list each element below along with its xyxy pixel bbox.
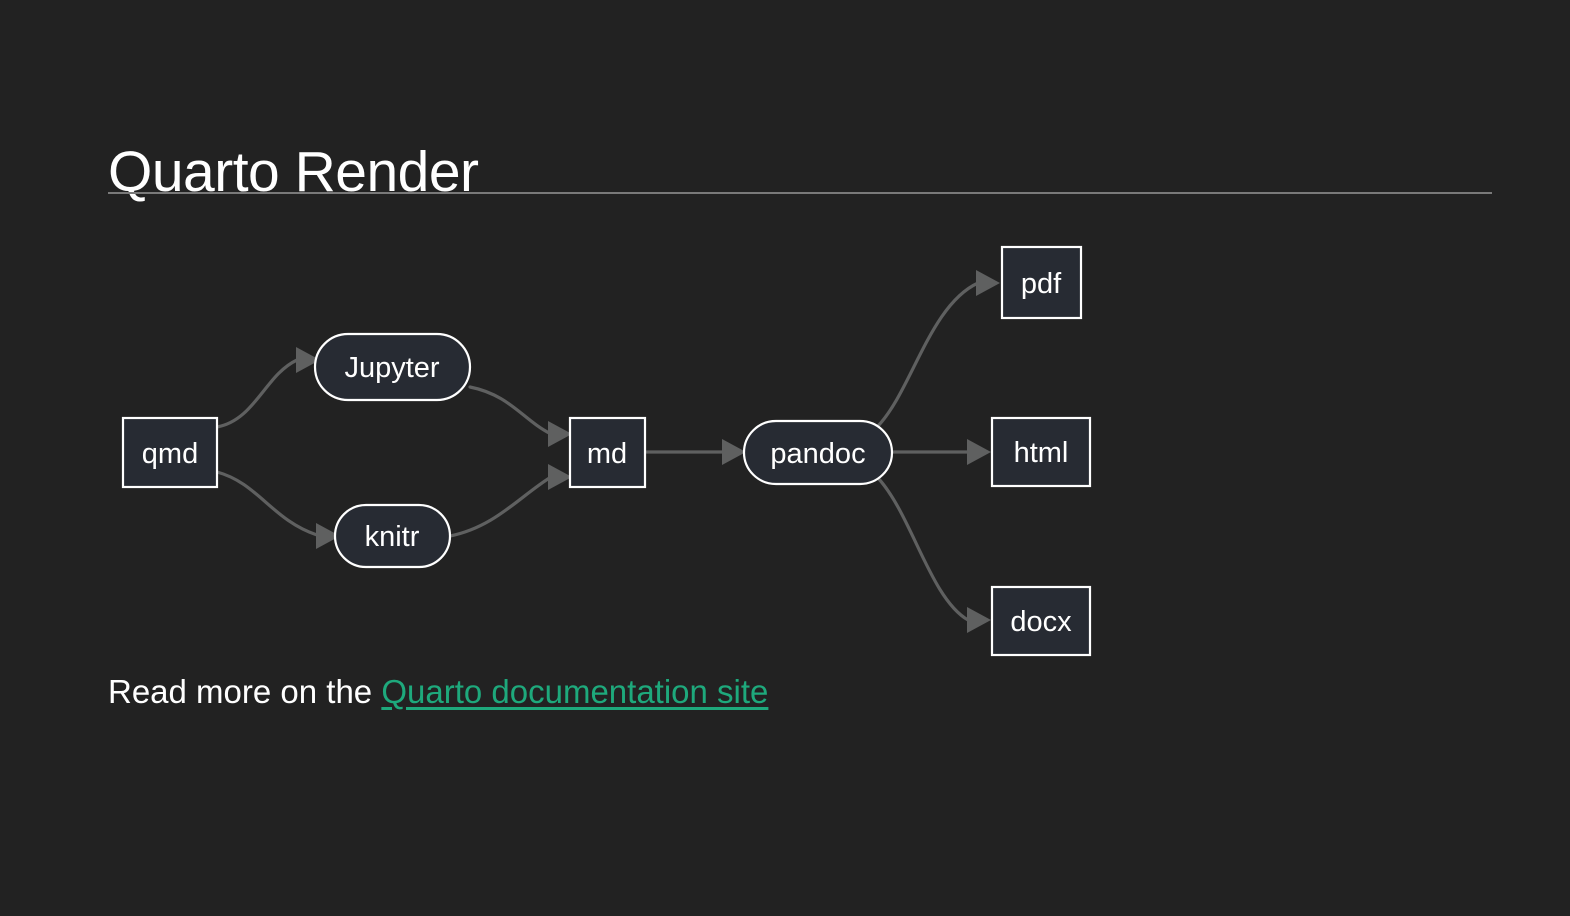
node-pandoc[interactable]: pandoc: [742, 419, 894, 486]
edge-pandoc-to-html: [890, 439, 991, 465]
node-label-knitr: knitr: [365, 521, 420, 553]
edge-pandoc-to-pdf: [876, 270, 1000, 428]
node-label-pandoc: pandoc: [770, 438, 865, 470]
quarto-render-flowchart: qmd Jupyter knitr md pandoc pdf: [0, 215, 1570, 665]
node-jupyter[interactable]: Jupyter: [313, 332, 472, 402]
node-label-qmd: qmd: [142, 438, 198, 470]
footer-text-prefix: Read more on the: [108, 673, 382, 710]
footer-text: Read more on the Quarto documentation si…: [108, 673, 768, 711]
node-label-md: md: [587, 438, 627, 470]
page-title: Quarto Render: [108, 140, 479, 205]
edge-md-to-pandoc: [643, 439, 746, 465]
node-label-html: html: [1014, 437, 1069, 469]
node-docx[interactable]: docx: [990, 585, 1092, 657]
node-md[interactable]: md: [568, 416, 647, 489]
node-html[interactable]: html: [990, 416, 1092, 488]
node-qmd[interactable]: qmd: [121, 416, 219, 489]
edge-jupyter-to-md: [468, 385, 572, 447]
node-pdf[interactable]: pdf: [1000, 245, 1083, 320]
node-label-docx: docx: [1010, 606, 1072, 638]
node-label-pdf: pdf: [1021, 268, 1062, 300]
edge-pandoc-to-docx: [876, 476, 991, 633]
title-divider: [108, 192, 1492, 194]
node-knitr[interactable]: knitr: [333, 503, 452, 569]
flowchart-svg: qmd Jupyter knitr md pandoc pdf: [121, 245, 1092, 657]
node-label-jupyter: Jupyter: [344, 352, 439, 384]
edge-qmd-to-jupyter: [215, 347, 320, 429]
edge-qmd-to-knitr: [215, 470, 340, 549]
edge-knitr-to-md: [448, 464, 572, 538]
quarto-documentation-link[interactable]: Quarto documentation site: [381, 673, 769, 710]
